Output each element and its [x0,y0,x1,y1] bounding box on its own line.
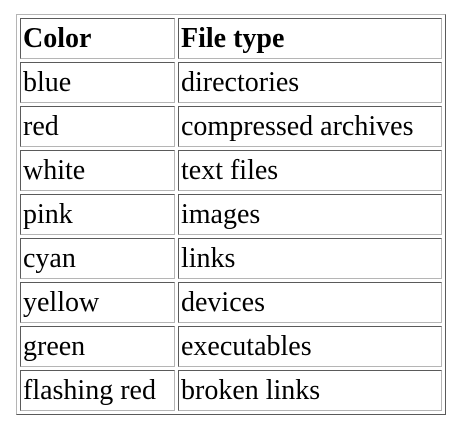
table-row: flashing red broken links [20,370,442,411]
file-type-cell: broken links [178,370,442,411]
color-cell: green [20,326,175,367]
header-color: Color [20,18,175,59]
file-type-cell: devices [178,282,442,323]
color-cell: white [20,150,175,191]
file-type-cell: images [178,194,442,235]
file-type-cell: compressed archives [178,106,442,147]
table-row: blue directories [20,62,442,103]
color-filetype-table-container: Color File type blue directories red com… [16,14,446,415]
color-cell: blue [20,62,175,103]
file-type-cell: executables [178,326,442,367]
color-cell: yellow [20,282,175,323]
table-row: pink images [20,194,442,235]
table-row: yellow devices [20,282,442,323]
color-cell: flashing red [20,370,175,411]
file-type-cell: text files [178,150,442,191]
color-filetype-table: Color File type blue directories red com… [16,14,446,415]
table-row: cyan links [20,238,442,279]
table-row: white text files [20,150,442,191]
table-row: green executables [20,326,442,367]
file-type-cell: links [178,238,442,279]
table-header-row: Color File type [20,18,442,59]
file-type-cell: directories [178,62,442,103]
color-cell: red [20,106,175,147]
header-file-type: File type [178,18,442,59]
color-cell: pink [20,194,175,235]
table-row: red compressed archives [20,106,442,147]
color-cell: cyan [20,238,175,279]
